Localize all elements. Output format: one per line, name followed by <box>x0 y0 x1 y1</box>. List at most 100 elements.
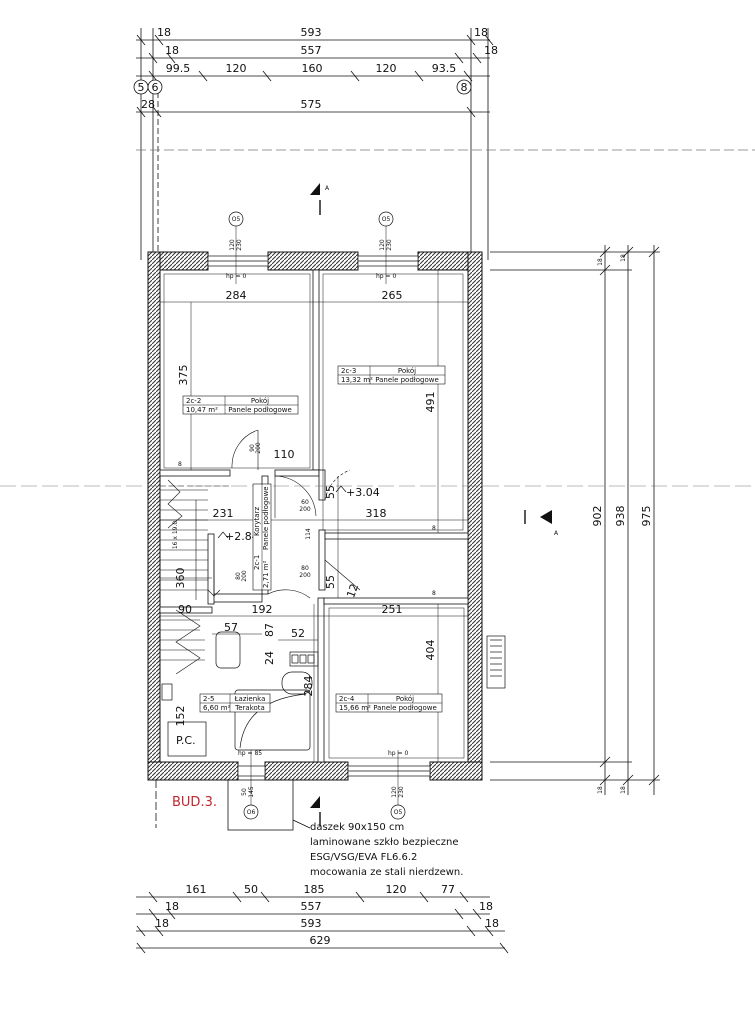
svg-text:mocowania ze stali nierdzewn.: mocowania ze stali nierdzewn. <box>310 867 463 878</box>
svg-text:15,66 m²: 15,66 m² <box>339 704 371 712</box>
svg-text:938: 938 <box>614 506 627 527</box>
dim-text: 18 <box>165 44 179 57</box>
door-swings <box>231 429 361 599</box>
axis-label: 5 <box>138 81 145 94</box>
svg-text:12: 12 <box>344 582 361 600</box>
svg-text:hp = 0: hp = 0 <box>376 273 396 280</box>
svg-text:80: 80 <box>301 565 309 572</box>
svg-text:18: 18 <box>165 900 179 913</box>
svg-text:120: 120 <box>391 786 398 798</box>
svg-text:Łazienka: Łazienka <box>234 695 266 703</box>
level-mark: +3.04 <box>346 486 380 499</box>
svg-text:hp = 0: hp = 0 <box>388 750 408 757</box>
dim-text: 593 <box>301 26 322 39</box>
room-label-2-5: 2-5 Łazienka 6,60 m² Terakota <box>199 693 271 713</box>
axis-markers: 5 6 8 <box>133 79 472 95</box>
axis-label: 6 <box>152 81 159 94</box>
window-tag: O6 <box>247 809 256 816</box>
svg-text:200: 200 <box>255 442 262 454</box>
svg-text:145: 145 <box>248 786 255 798</box>
svg-text:18: 18 <box>620 786 627 794</box>
svg-text:902: 902 <box>591 506 604 527</box>
svg-text:152: 152 <box>174 706 187 727</box>
dim-text: 120 <box>226 62 247 75</box>
svg-text:375: 375 <box>177 365 190 386</box>
svg-text:230: 230 <box>398 786 405 798</box>
section-label: A <box>325 185 330 192</box>
svg-text:Korytarz: Korytarz <box>253 507 261 536</box>
window-sizes: 120 230 120 230 50 145 120 230 <box>229 239 405 798</box>
svg-text:200: 200 <box>299 506 311 513</box>
dimension-lines-bottom <box>136 891 509 954</box>
svg-text:18: 18 <box>597 786 604 794</box>
svg-text:87: 87 <box>263 623 276 637</box>
room-label-2c-2: 2c-2 Pokój 10,47 m² Panele podłogowe <box>182 395 299 415</box>
svg-text:18: 18 <box>597 258 604 266</box>
svg-text:975: 975 <box>640 506 653 527</box>
svg-text:laminowane szkło bezpieczne: laminowane szkło bezpieczne <box>310 837 459 848</box>
svg-text:16 x 19.0: 16 x 19.0 <box>172 521 179 550</box>
svg-text:8: 8 <box>178 461 182 468</box>
dimension-lines-top <box>136 28 755 260</box>
dim-text: 557 <box>301 44 322 57</box>
svg-text:24: 24 <box>263 651 276 665</box>
window-tag: O5 <box>394 809 403 816</box>
svg-text:192: 192 <box>252 603 273 616</box>
axis-circle <box>456 79 472 95</box>
pc-label: P.C. <box>176 734 196 747</box>
svg-text:90: 90 <box>178 603 192 616</box>
svg-text:Panele podłogowe: Panele podłogowe <box>373 704 437 712</box>
svg-text:231: 231 <box>213 507 234 520</box>
axis-circle <box>147 79 163 95</box>
svg-text:18: 18 <box>620 254 627 262</box>
section-marks: A A <box>310 183 559 826</box>
dim-text: 160 <box>302 62 323 75</box>
svg-text:2c-2: 2c-2 <box>186 397 201 405</box>
svg-text:Panele podłogowe: Panele podłogowe <box>228 406 292 414</box>
svg-text:90: 90 <box>249 444 256 452</box>
svg-text:55: 55 <box>324 485 337 499</box>
radiator <box>486 635 506 689</box>
door-sizes: 90 200 60 200 80 200 80 200 114 <box>235 442 312 582</box>
window-tags: O5 O5 O6 O5 <box>228 211 406 820</box>
interior-dimension-texts: 284 265 375 491 8 110 231 318 8 55 55 12… <box>172 289 437 727</box>
axis-label: 8 <box>461 81 468 94</box>
svg-text:13,32 m²: 13,32 m² <box>341 376 373 384</box>
svg-text:8: 8 <box>432 525 436 532</box>
svg-text:2-5: 2-5 <box>203 695 214 703</box>
svg-text:110: 110 <box>274 448 295 461</box>
canopy-note: daszek 90x150 cm laminowane szkło bezpie… <box>310 822 463 878</box>
svg-text:360: 360 <box>174 568 187 589</box>
svg-text:404: 404 <box>424 640 437 661</box>
svg-text:120: 120 <box>229 239 236 251</box>
svg-text:6,60 m²: 6,60 m² <box>203 704 231 712</box>
dim-text: 18 <box>484 44 498 57</box>
level-marks: +3.04 +2.84 <box>217 485 380 543</box>
room-label-corridor: 2c-1 2,71 m² Korytarz Panele podłogowe <box>252 483 272 591</box>
svg-text:185: 185 <box>304 883 325 896</box>
dim-text: 120 <box>376 62 397 75</box>
svg-text:114: 114 <box>305 528 312 540</box>
svg-text:Pokój: Pokój <box>396 695 414 703</box>
level-mark: +2.84 <box>225 530 259 543</box>
svg-text:593: 593 <box>301 917 322 930</box>
finish-lines <box>0 273 755 759</box>
svg-text:55: 55 <box>324 575 337 589</box>
svg-text:230: 230 <box>386 239 393 251</box>
svg-text:2c-4: 2c-4 <box>339 695 355 703</box>
svg-text:50: 50 <box>241 788 248 796</box>
svg-text:200: 200 <box>299 572 311 579</box>
dimension-lines-right <box>490 245 660 795</box>
svg-text:50: 50 <box>244 883 258 896</box>
svg-text:Pokój: Pokój <box>398 367 416 375</box>
svg-text:10,47 m²: 10,47 m² <box>186 406 218 414</box>
svg-text:Pokój: Pokój <box>251 397 269 405</box>
svg-text:629: 629 <box>310 934 331 947</box>
svg-text:57: 57 <box>224 621 238 634</box>
svg-text:ESG/VSG/EVA FL6.6.2: ESG/VSG/EVA FL6.6.2 <box>310 852 417 863</box>
svg-text:161: 161 <box>186 883 207 896</box>
svg-text:120: 120 <box>386 883 407 896</box>
dim-text: 93.5 <box>432 62 457 75</box>
svg-text:284: 284 <box>302 676 315 697</box>
svg-text:Terakota: Terakota <box>234 704 265 712</box>
